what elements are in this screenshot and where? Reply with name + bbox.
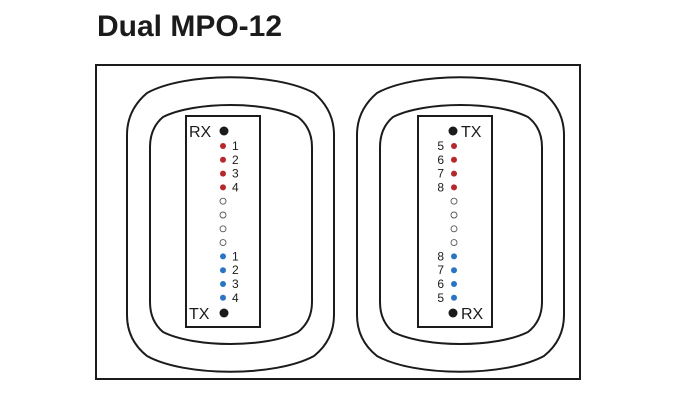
right-fiber-dot bbox=[451, 170, 457, 177]
right-connector-ferrule bbox=[417, 115, 493, 328]
left-fiber-dot bbox=[220, 294, 226, 301]
left-top-key-dot bbox=[219, 126, 229, 136]
right-fiber-dot bbox=[451, 267, 457, 274]
right-fiber-number: 7 bbox=[437, 167, 444, 181]
right-top-key-dot bbox=[448, 126, 458, 136]
left-bottom-label: TX bbox=[189, 306, 210, 323]
left-fiber-dot bbox=[219, 211, 227, 219]
right-fiber-number: 6 bbox=[437, 277, 444, 291]
left-fiber-number: 1 bbox=[232, 249, 239, 263]
left-fiber-number: 3 bbox=[232, 167, 239, 181]
right-fiber-dot bbox=[450, 225, 458, 233]
left-fiber-dot bbox=[219, 239, 227, 247]
left-connector-inner-shell bbox=[149, 104, 313, 345]
right-fiber-number: 5 bbox=[437, 139, 444, 153]
right-fiber-dot bbox=[450, 211, 458, 219]
left-fiber-dot bbox=[220, 184, 226, 191]
left-fiber-number: 1 bbox=[232, 139, 239, 153]
left-fiber-number: 4 bbox=[232, 291, 239, 305]
right-bottom-key-dot bbox=[448, 308, 458, 318]
left-fiber-dot bbox=[220, 156, 226, 163]
right-fiber-dot bbox=[451, 253, 457, 260]
left-top-label: RX bbox=[189, 124, 212, 141]
left-fiber-dot bbox=[219, 197, 227, 205]
right-fiber-number: 6 bbox=[437, 153, 444, 167]
right-connector-inner-shell bbox=[379, 104, 543, 345]
right-fiber-dot bbox=[451, 143, 457, 149]
left-fiber-dot bbox=[220, 143, 226, 149]
left-fiber-number: 2 bbox=[232, 263, 239, 277]
right-connector-outer-shell bbox=[356, 76, 565, 373]
left-fiber-number: 4 bbox=[232, 180, 239, 194]
right-fiber-dot bbox=[451, 156, 457, 163]
right-fiber-dot bbox=[451, 294, 457, 301]
right-fiber-number: 8 bbox=[437, 180, 444, 194]
diagram-title: Dual MPO-12 bbox=[97, 10, 283, 43]
left-fiber-dot bbox=[220, 267, 226, 274]
right-top-label: TX bbox=[461, 124, 482, 141]
outer-frame bbox=[95, 64, 581, 380]
right-fiber-number: 5 bbox=[437, 291, 444, 305]
left-connector-outer-shell bbox=[126, 76, 335, 373]
right-bottom-label: RX bbox=[461, 306, 484, 323]
left-connector-ferrule bbox=[185, 115, 261, 328]
right-fiber-number: 8 bbox=[437, 249, 444, 263]
right-fiber-dot bbox=[451, 281, 457, 287]
left-fiber-number: 3 bbox=[232, 277, 239, 291]
left-fiber-dot bbox=[219, 225, 227, 233]
left-fiber-dot bbox=[220, 281, 226, 287]
left-fiber-dot bbox=[220, 170, 226, 177]
left-bottom-key-dot bbox=[219, 308, 229, 318]
right-fiber-dot bbox=[450, 239, 458, 247]
left-fiber-number: 2 bbox=[232, 153, 239, 167]
right-fiber-dot bbox=[450, 197, 458, 205]
left-fiber-dot bbox=[220, 253, 226, 260]
right-fiber-dot bbox=[451, 184, 457, 191]
right-fiber-number: 7 bbox=[437, 263, 444, 277]
